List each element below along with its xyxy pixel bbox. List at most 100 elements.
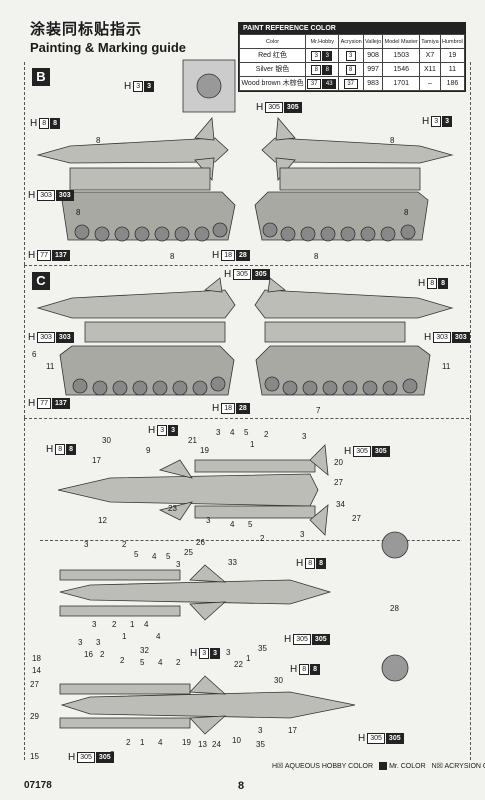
- part-number: 25: [184, 548, 193, 557]
- part-number: 3: [206, 516, 211, 525]
- divider: [24, 418, 469, 419]
- part-number: 11: [442, 362, 451, 371]
- page-number: 8: [238, 780, 245, 792]
- part-number: 16: [84, 650, 93, 659]
- part-number: 9: [146, 446, 151, 455]
- part-number: 3: [176, 560, 181, 569]
- humbrol-code: 186: [439, 76, 466, 91]
- part-number: 4: [156, 632, 161, 641]
- part-number: 2: [112, 620, 117, 629]
- part-number: 35: [256, 740, 265, 749]
- divider: [40, 540, 460, 541]
- legend-mr-color: Mr. COLOR: [379, 762, 426, 770]
- part-number: 27: [30, 680, 39, 689]
- part-number: 3: [216, 428, 221, 437]
- part-number: 5: [140, 658, 145, 667]
- part-number: 4: [230, 520, 235, 529]
- part-number: 13: [198, 740, 207, 749]
- part-number: 2: [100, 650, 105, 659]
- part-number: 3: [96, 638, 101, 647]
- part-number: 32: [140, 646, 149, 655]
- part-number: 3: [92, 620, 97, 629]
- part-number: 3: [226, 648, 231, 657]
- paint-reference-table: PAINT REFERENCE COLOR Color Mr.Hobby Acr…: [238, 22, 466, 92]
- section-c-frame: [24, 265, 471, 418]
- part-number: 2: [264, 430, 269, 439]
- part-number: 29: [30, 712, 39, 721]
- part-number: 2: [122, 540, 127, 549]
- part-number: 3: [300, 530, 305, 539]
- part-number: 2: [120, 656, 125, 665]
- part-number: 4: [230, 428, 235, 437]
- part-number: 3: [258, 726, 263, 735]
- paint-reference-title: PAINT REFERENCE COLOR: [239, 23, 465, 34]
- part-number: 4: [144, 620, 149, 629]
- part-number: 30: [102, 436, 111, 445]
- mr-color-swatch-icon: [379, 762, 388, 770]
- part-number: 1: [250, 440, 255, 449]
- page-title-en: Painting & Marking guide: [30, 40, 187, 55]
- part-number: 1: [246, 654, 251, 663]
- part-number: 1: [130, 620, 135, 629]
- part-number: 8: [170, 252, 175, 261]
- part-number: 19: [182, 738, 191, 747]
- part-number: 28: [390, 604, 399, 613]
- part-number: 1: [122, 632, 127, 641]
- part-number: 34: [336, 500, 345, 509]
- part-number: 2: [260, 534, 265, 543]
- part-number: 8: [76, 208, 81, 217]
- vallejo-code: 908: [362, 48, 384, 63]
- part-number: 4: [158, 738, 163, 747]
- part-number: 8: [390, 136, 395, 145]
- part-number: 2: [176, 658, 181, 667]
- legend-acrysion: N☒ ACRYSION COLOR: [431, 763, 485, 770]
- part-number: 22: [234, 660, 243, 669]
- part-number: 18: [32, 654, 41, 663]
- page-title-cn: 涂装同标贴指示: [30, 21, 143, 38]
- part-number: 15: [30, 752, 39, 761]
- part-number: 26: [196, 538, 205, 547]
- part-number: 2: [126, 738, 131, 747]
- legend-aqueous: H☒ AQUEOUS HOBBY COLOR: [272, 763, 374, 770]
- part-number: 10: [232, 736, 241, 745]
- vallejo-code: 983: [362, 76, 384, 91]
- part-number: 20: [334, 458, 343, 467]
- part-number: 5: [166, 552, 171, 561]
- section-d-frame: [24, 418, 471, 760]
- section-b-frame: [24, 62, 471, 265]
- part-number: 27: [334, 478, 343, 487]
- part-number: 17: [288, 726, 297, 735]
- part-number: 30: [274, 676, 283, 685]
- part-number: 3: [110, 750, 115, 759]
- part-number: 4: [158, 658, 163, 667]
- section-c-label: C: [32, 272, 50, 290]
- part-number: 19: [200, 446, 209, 455]
- product-code: 07178: [24, 780, 52, 791]
- part-number: 21: [188, 436, 197, 445]
- part-number: 11: [46, 362, 55, 371]
